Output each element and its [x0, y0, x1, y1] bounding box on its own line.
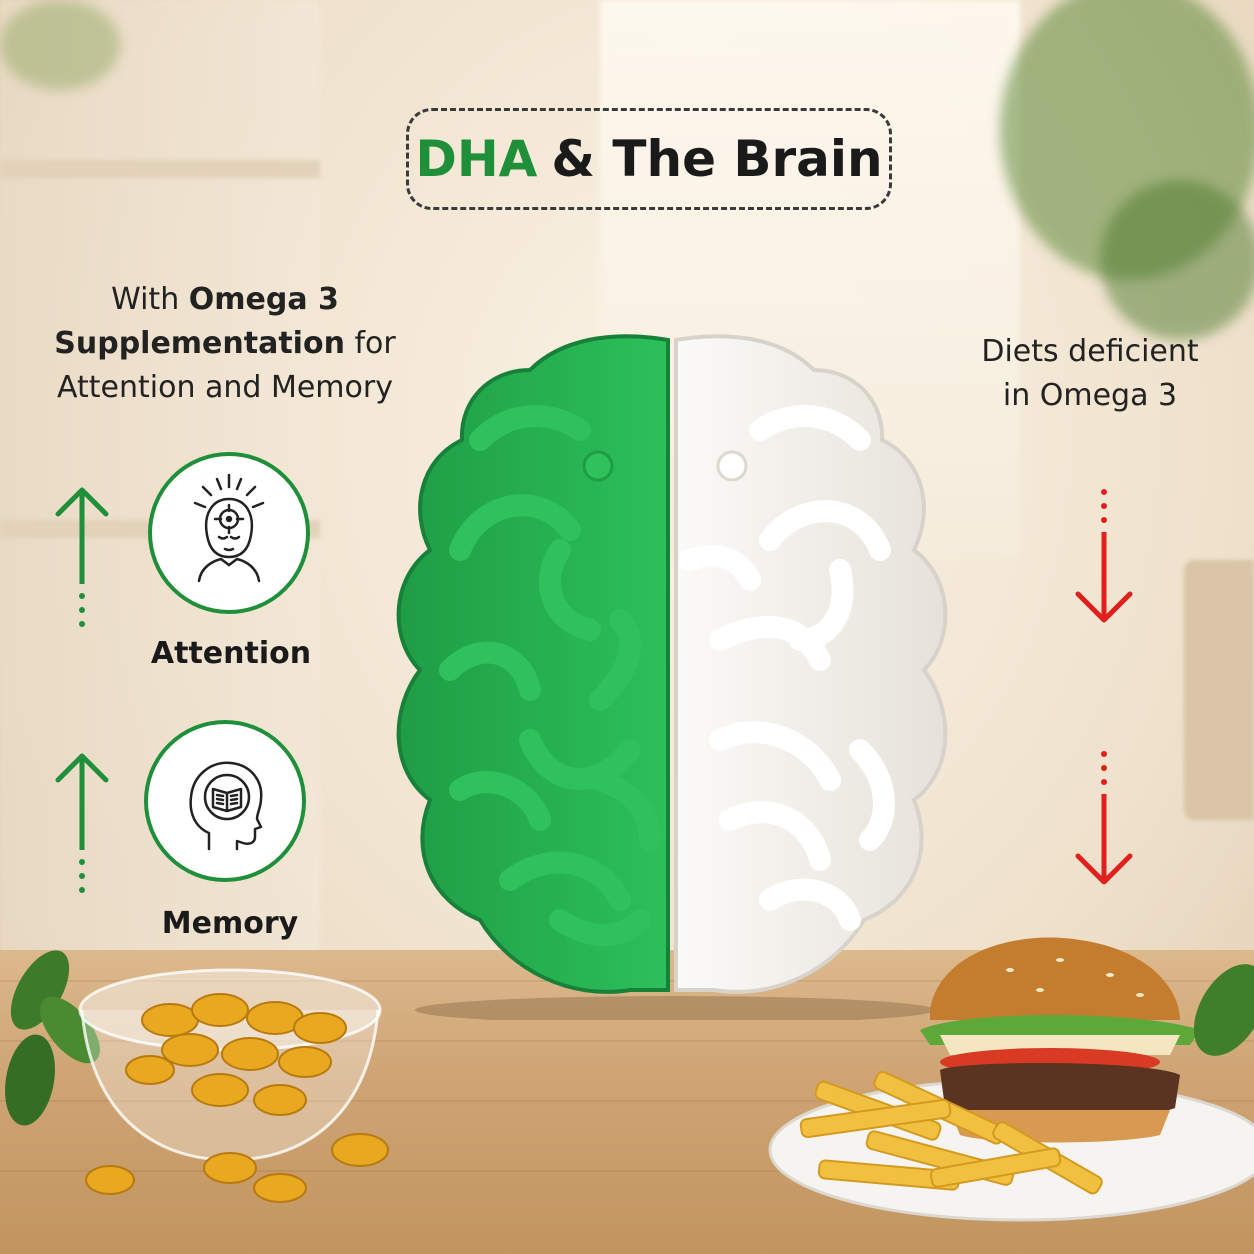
up-arrow-icon: [55, 753, 109, 893]
attention-icon-circle: [148, 452, 310, 614]
up-arrow-icon: [55, 487, 109, 627]
caption-bold: Omega 3: [188, 282, 339, 317]
page-title: DHA & The Brain: [406, 108, 892, 210]
down-arrow-icon: [1075, 489, 1133, 623]
leaves-decoration: [5, 950, 100, 1126]
brain-model-illustration: [396, 334, 948, 1020]
memory-icon-circle: [144, 720, 306, 882]
caption-text: With: [111, 282, 189, 317]
memory-head-book-icon: [189, 761, 263, 851]
caption-text: Attention and Memory: [57, 370, 393, 405]
caption-text: in Omega 3: [1002, 378, 1178, 413]
blurred-vase: [1184, 560, 1254, 820]
caption-bold: Supplementation: [54, 326, 345, 361]
brain-folds-right: [679, 405, 895, 931]
attention-label: Attention: [150, 636, 312, 671]
omega3-capsules-bowl: [78, 968, 389, 1203]
right-caption: Diets deficient in Omega 3: [960, 330, 1220, 418]
plant-leaves: [0, 0, 120, 90]
burger-and-fries-plate: [768, 937, 1254, 1222]
memory-label: Memory: [161, 906, 299, 941]
title-dha: DHA: [415, 130, 538, 188]
title-rest: & The Brain: [551, 130, 883, 188]
plant-leaves: [1100, 180, 1254, 340]
left-caption: With Omega 3 Supplementation for Attenti…: [30, 278, 420, 410]
caption-text: for: [344, 326, 396, 361]
brain-left-hemisphere: [396, 334, 670, 994]
brain-folds-left: [439, 405, 661, 946]
attention-head-icon: [193, 473, 265, 583]
caption-text: Diets deficient: [981, 334, 1199, 369]
shelf-board: [0, 160, 320, 178]
down-arrow-icon: [1075, 751, 1133, 885]
